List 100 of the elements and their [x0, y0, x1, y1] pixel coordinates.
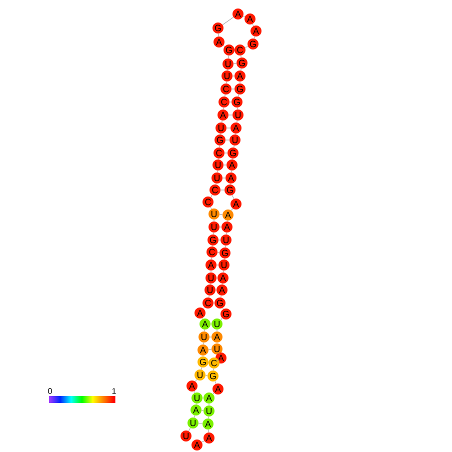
- base-pair-line: [233, 63, 237, 64]
- nucleotide: U: [216, 122, 226, 134]
- nucleotide: A: [198, 344, 208, 356]
- nucleotide: U: [208, 222, 220, 232]
- nucleotide: A: [230, 122, 242, 134]
- nucleotide: G: [214, 134, 226, 146]
- backbone-line: [226, 232, 227, 235]
- base-pair-line: [231, 88, 235, 90]
- nucleotide: G: [224, 44, 234, 56]
- backbone-line: [240, 68, 242, 71]
- nucleotide: A: [226, 172, 236, 184]
- nucleotide: U: [232, 110, 244, 120]
- backbone-line: [244, 46, 248, 48]
- nucleotide: A: [190, 404, 202, 416]
- base-pair-line: [219, 226, 222, 228]
- nucleotide: U: [218, 260, 230, 270]
- nucleotide: U: [188, 418, 198, 428]
- nucleotide: A: [202, 418, 214, 430]
- base-pair-line: [209, 336, 212, 338]
- backbone-line: [232, 194, 234, 200]
- backbone-line: [231, 170, 232, 173]
- nucleotide: C: [214, 148, 224, 158]
- nucleotide: C: [220, 84, 232, 94]
- nucleotide: G: [212, 22, 224, 34]
- backbone-line: [208, 416, 209, 419]
- nucleotide: U: [198, 332, 210, 342]
- nucleotide: A: [244, 14, 256, 24]
- nucleotide: U: [180, 430, 192, 442]
- nucleotide: C: [206, 246, 218, 258]
- base-pair-line: [224, 152, 228, 154]
- base-pair-line: [223, 164, 227, 166]
- nucleotide: G: [220, 248, 230, 258]
- nucleotide: U: [212, 160, 224, 170]
- base-pair-line: [208, 349, 212, 350]
- nucleotide: A: [194, 308, 206, 318]
- nucleotide: A: [218, 272, 228, 284]
- backbone-line: [218, 352, 220, 355]
- backbone-line: [222, 16, 234, 26]
- nucleotide: A: [212, 384, 224, 394]
- backbone-line: [224, 94, 226, 97]
- nucleotide: C: [218, 96, 230, 108]
- nucleotide: G: [198, 356, 208, 368]
- nucleotide: A: [230, 198, 242, 210]
- backbone-line: [208, 429, 209, 433]
- backbone-line: [242, 16, 246, 18]
- nucleotide: U: [206, 272, 216, 284]
- backbone-line: [236, 120, 238, 123]
- backbone-line: [203, 307, 205, 309]
- backbone-line: [208, 295, 210, 298]
- backbone-line: [203, 342, 204, 345]
- nucleotide: G: [232, 96, 242, 108]
- base-pair-line: [216, 264, 219, 266]
- nucleotide: A: [222, 210, 234, 220]
- nucleotide: C: [202, 298, 214, 308]
- backbone-line: [212, 392, 214, 394]
- nucleotide: G: [228, 148, 238, 158]
- nucleotide: U: [192, 392, 202, 404]
- nucleotide: C: [202, 196, 214, 208]
- nucleotide: A: [218, 110, 228, 120]
- nucleotide: A: [186, 380, 198, 392]
- backbone-line: [220, 295, 222, 298]
- nucleotide: A: [222, 222, 232, 232]
- nucleotide: U: [230, 134, 240, 146]
- base-pair-line: [198, 423, 203, 424]
- nucleotide: A: [212, 332, 222, 342]
- scale-label: 0: [48, 388, 52, 394]
- nucleotide: A: [216, 284, 228, 296]
- base-pair-line: [201, 410, 204, 411]
- backbone-line: [231, 208, 233, 211]
- nucleotide: G: [208, 234, 218, 246]
- nucleotide: A: [214, 36, 224, 48]
- nucleotide: A: [192, 440, 202, 450]
- base-pair-line: [219, 214, 223, 215]
- backbone-line: [223, 45, 225, 47]
- nucleotide: U: [222, 70, 232, 82]
- nucleotide: A: [206, 260, 216, 270]
- nucleotide: U: [212, 344, 222, 354]
- backbone-line: [211, 257, 212, 260]
- backbone-line: [220, 318, 222, 320]
- nucleotide: A: [204, 392, 214, 404]
- nucleotide: G: [224, 184, 236, 196]
- scale-label: 1: [112, 388, 116, 394]
- backbone-line: [252, 24, 254, 26]
- backbone-line: [213, 368, 214, 371]
- backbone-line: [228, 55, 229, 59]
- nucleotide: G: [236, 58, 248, 68]
- nucleotide: C: [234, 44, 246, 56]
- nucleotide: A: [200, 318, 210, 330]
- nucleotide: A: [204, 432, 214, 444]
- backbone-line: [219, 145, 220, 148]
- nucleotide: U: [204, 406, 214, 416]
- backbone-line: [195, 379, 197, 382]
- base-pair-line: [228, 114, 233, 116]
- nucleotide: G: [248, 38, 258, 50]
- base-pair-line: [217, 252, 220, 253]
- nucleotide: U: [212, 318, 222, 330]
- nucleotide: U: [220, 234, 232, 246]
- nucleotide: A: [232, 8, 244, 20]
- nucleotide: C: [208, 358, 220, 368]
- backbone-line: [200, 367, 202, 370]
